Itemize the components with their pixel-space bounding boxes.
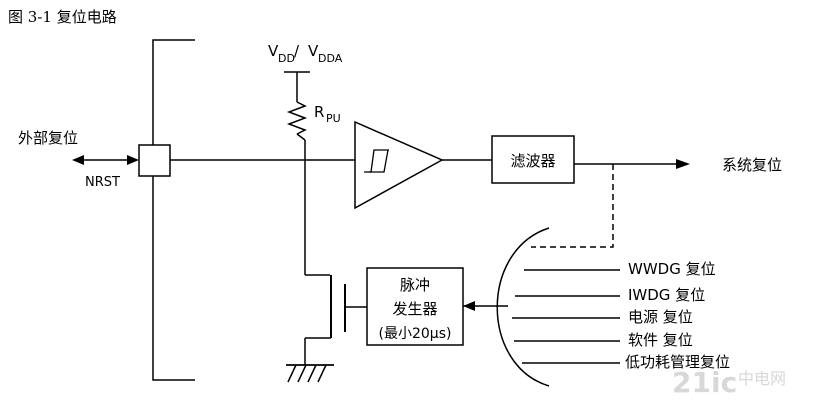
pulse-generator-line2: 发生器 (392, 300, 437, 318)
power-reset-label: 电源 复位 (628, 308, 693, 326)
low-power-reset-label: 低功耗管理复位 (625, 353, 730, 371)
schmitt-trigger-buffer (354, 120, 444, 210)
svg-text:21ic: 21ic (672, 366, 737, 399)
feedback-dashed-line (531, 164, 614, 248)
external-reset-label: 外部复位 (18, 129, 78, 147)
vdd-label: V DD / V DDA (268, 42, 343, 65)
nrst-label: NRST (85, 175, 120, 190)
software-reset-label: 软件 复位 (628, 331, 693, 349)
svg-text:DDA: DDA (318, 52, 343, 65)
pull-up-wire (296, 133, 306, 141)
nrst-pin-pad (138, 144, 171, 177)
pulse-generator-box (366, 267, 464, 346)
hysteresis-symbol-2 (369, 149, 389, 173)
chip-boundary (152, 39, 195, 381)
watermark-logo: 21ic 中电网 (672, 366, 786, 399)
system-reset-arrowhead (676, 159, 690, 169)
or-output-arrowhead (463, 301, 475, 311)
svg-text:V: V (308, 42, 319, 60)
rpu-sub-label: PU (326, 112, 341, 125)
or-gate-input-curve (496, 227, 550, 387)
pulse-generator-line3: (最小20μs) (379, 326, 452, 342)
svg-text:V: V (268, 42, 279, 60)
pull-up-resistor (286, 101, 308, 135)
wwdg-reset-label: WWDG 复位 (628, 260, 716, 278)
filter-label: 滤波器 (510, 152, 555, 170)
filter-box (491, 135, 575, 184)
system-reset-label: 系统复位 (722, 156, 782, 174)
nmos-transistor (304, 275, 346, 365)
hysteresis-symbol (364, 149, 389, 173)
svg-text:DD: DD (278, 52, 295, 65)
ground-symbol (286, 364, 334, 383)
figure-caption: 图 3-1 复位电路 (8, 8, 117, 26)
iwdg-reset-label: IWDG 复位 (628, 286, 705, 304)
pulse-generator-line1: 脉冲 (400, 276, 430, 294)
svg-text:/: / (294, 42, 300, 60)
rpu-label: R (314, 103, 324, 121)
nrst-bidirectional-arrow (72, 155, 139, 165)
svg-text:中电网: 中电网 (738, 369, 786, 388)
